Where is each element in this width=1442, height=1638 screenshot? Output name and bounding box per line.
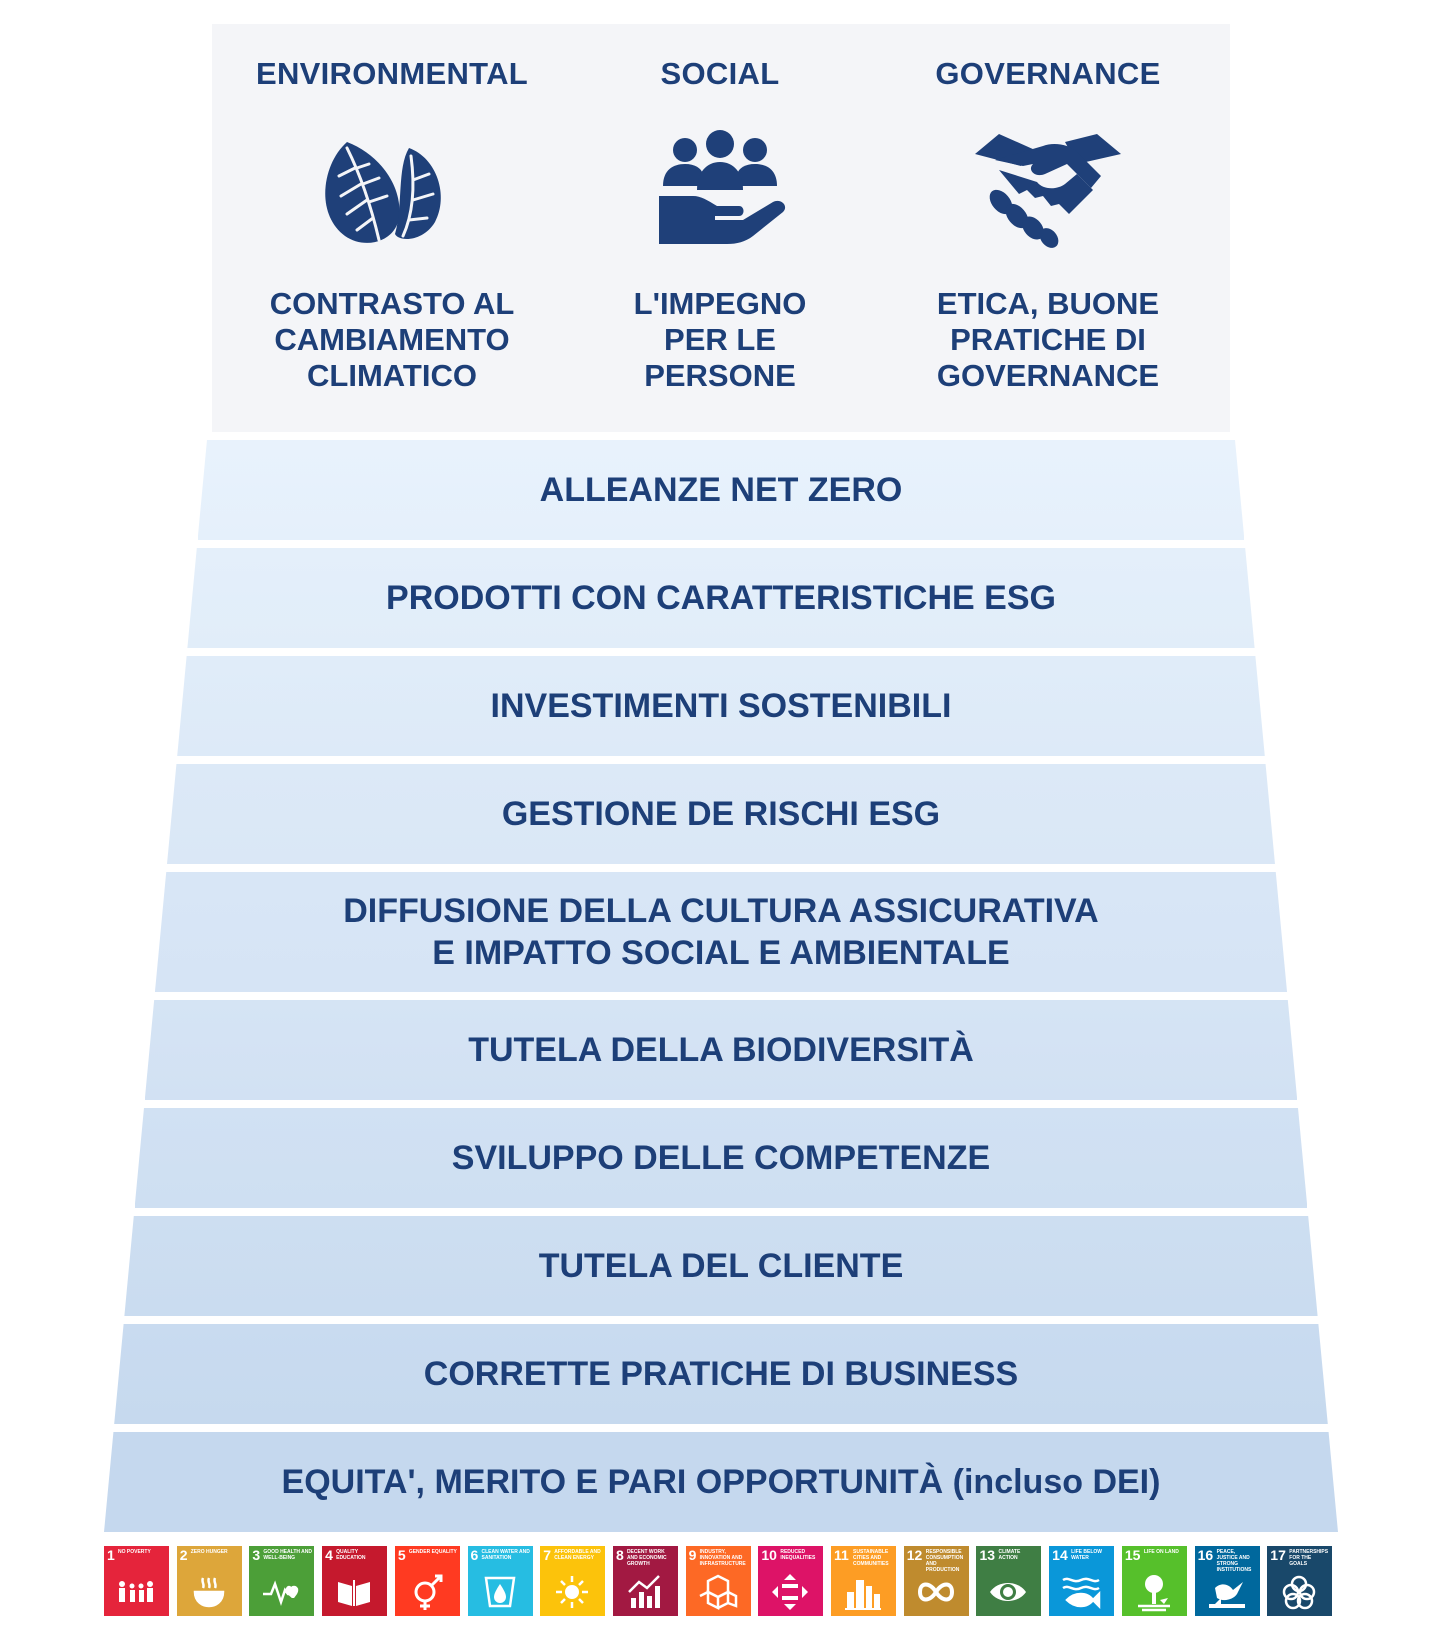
sdg-label: NO POVERTY (118, 1549, 151, 1555)
priority-band: INVESTIMENTI SOSTENIBILI (177, 656, 1265, 756)
sdg-number: 7 (543, 1547, 552, 1563)
people-in-hand-icon (659, 130, 786, 244)
sdg-number: 8 (615, 1547, 624, 1563)
sdg-symbol-icon (845, 1580, 882, 1610)
sdg-label: CLEAN WATER AND SANITATION (481, 1549, 530, 1561)
sdg-number: 5 (397, 1547, 406, 1563)
priority-band-label: ALLEANZE NET ZERO (539, 471, 903, 509)
sdg-symbol-icon (193, 1577, 224, 1608)
sdg-symbol-icon (263, 1580, 299, 1606)
sdg-number: 16 (1197, 1547, 1214, 1563)
sdg-symbol-icon (1208, 1582, 1245, 1608)
sdg-label: ZERO HUNGER (190, 1549, 228, 1555)
sdg-symbol-icon (338, 1580, 371, 1606)
priority-band-label: TUTELA DELLA BIODIVERSITÀ (468, 1031, 974, 1069)
sdg-number: 2 (179, 1547, 188, 1563)
pillar-description: CONTRASTO AL CAMBIAMENTO CLIMATICO (269, 286, 515, 393)
priority-band-label: CORRETTE PRATICHE DI BUSINESS (423, 1355, 1019, 1393)
sdg-symbol-icon (414, 1574, 443, 1610)
priority-band: TUTELA DELLA BIODIVERSITÀ (144, 1000, 1298, 1100)
priority-band: PRODOTTI CON CARATTERISTICHE ESG (187, 548, 1255, 648)
leaf-icon (325, 142, 441, 243)
priority-band-label: TUTELA DEL CLIENTE (538, 1247, 904, 1285)
sdg-label: QUALITY EDUCATION (336, 1549, 366, 1561)
sdg-symbol-icon (1137, 1575, 1170, 1612)
pillar-title: ENVIRONMENTAL (256, 56, 528, 91)
sdg-symbol-icon (1062, 1577, 1101, 1610)
sdg-label: RESPONSIBLE CONSUMPTION AND PRODUCTION (925, 1549, 964, 1573)
sdg-number: 6 (470, 1547, 479, 1563)
sdg-number: 4 (325, 1547, 333, 1563)
priority-band-label: SVILUPPO DELLE COMPETENZE (451, 1139, 991, 1177)
sdg-number: 15 (1124, 1547, 1141, 1563)
sdg-number: 12 (906, 1547, 923, 1563)
sdg-label: LIFE BELOW WATER (1071, 1549, 1103, 1561)
priority-band-label: EQUITA', MERITO E PARI OPPORTUNITÀ (incl… (281, 1463, 1161, 1501)
priority-band: CORRETTE PRATICHE DI BUSINESS (114, 1324, 1328, 1424)
handshake-icon (975, 134, 1121, 248)
sdg-symbol-icon (699, 1574, 737, 1611)
pillar-description: L'IMPEGNO PER LE PERSONE (633, 286, 807, 393)
priority-band: TUTELA DEL CLIENTE (124, 1216, 1318, 1316)
pillar-title: GOVERNANCE (935, 56, 1161, 91)
sdg-label: SUSTAINABLE CITIES AND COMMUNITIES (853, 1549, 889, 1567)
sdg-label: GOOD HEALTH AND WELL-BEING (263, 1549, 313, 1561)
sdg-label: PARTNERSHIPS FOR THE GOALS (1289, 1549, 1329, 1567)
priority-band: EQUITA', MERITO E PARI OPPORTUNITÀ (incl… (104, 1432, 1338, 1532)
sdg-symbol-icon (484, 1576, 515, 1608)
sdg-label: LIFE ON LAND (1143, 1549, 1179, 1555)
pillar-title: SOCIAL (660, 56, 780, 91)
priority-band: GESTIONE DE RISCHI ESG (167, 764, 1275, 864)
sdg-number: 11 (834, 1547, 849, 1563)
priority-band: DIFFUSIONE DELLA CULTURA ASSICURATIVA E … (154, 872, 1288, 992)
sdg-symbol-icon (119, 1581, 153, 1602)
sdg-number: 3 (252, 1547, 261, 1563)
sdg-label: AFFORDABLE AND CLEAN ENERGY (554, 1549, 601, 1561)
priority-band: SVILUPPO DELLE COMPETENZE (134, 1108, 1308, 1208)
sdg-label: CLIMATE ACTION (998, 1549, 1021, 1561)
priority-band-label: INVESTIMENTI SOSTENIBILI (490, 687, 952, 725)
priority-band-label: PRODOTTI CON CARATTERISTICHE ESG (386, 579, 1056, 617)
sdg-label: INDUSTRY, INNOVATION AND INFRASTRUCTURE (699, 1549, 746, 1567)
sdg-label: DECENT WORK AND ECONOMIC GROWTH (626, 1549, 667, 1567)
sdg-label: GENDER EQUALITY (408, 1549, 457, 1555)
sdg-number: 10 (761, 1547, 777, 1563)
sdg-symbol-icon (917, 1582, 954, 1602)
sdg-label: PEACE, JUSTICE AND STRONG INSTITUTIONS (1216, 1549, 1252, 1573)
sdg-number: 14 (1052, 1547, 1068, 1563)
pillar-description: ETICA, BUONE PRATICHE DI GOVERNANCE (936, 286, 1160, 393)
sdg-number: 17 (1270, 1547, 1286, 1563)
sdg-symbol-icon (990, 1583, 1027, 1601)
sdg-symbol-icon (772, 1574, 809, 1610)
sdg-number: 1 (107, 1547, 115, 1563)
sdg-number: 9 (688, 1547, 697, 1563)
sdg-symbol-icon (628, 1575, 660, 1608)
sdg-symbol-icon (556, 1576, 589, 1608)
sdg-symbol-icon (1283, 1575, 1316, 1610)
sdg-number: 13 (979, 1547, 996, 1563)
esg-pillars-panel: ENVIRONMENTAL CONTRASTO AL CAMBIAMENTO C… (212, 24, 1230, 432)
priority-band-label: DIFFUSIONE DELLA CULTURA ASSICURATIVA E … (343, 892, 1099, 972)
priority-band-label: GESTIONE DE RISCHI ESG (501, 795, 941, 833)
priority-band: ALLEANZE NET ZERO (197, 440, 1245, 540)
sdg-label: REDUCED INEQUALITIES (780, 1549, 816, 1561)
